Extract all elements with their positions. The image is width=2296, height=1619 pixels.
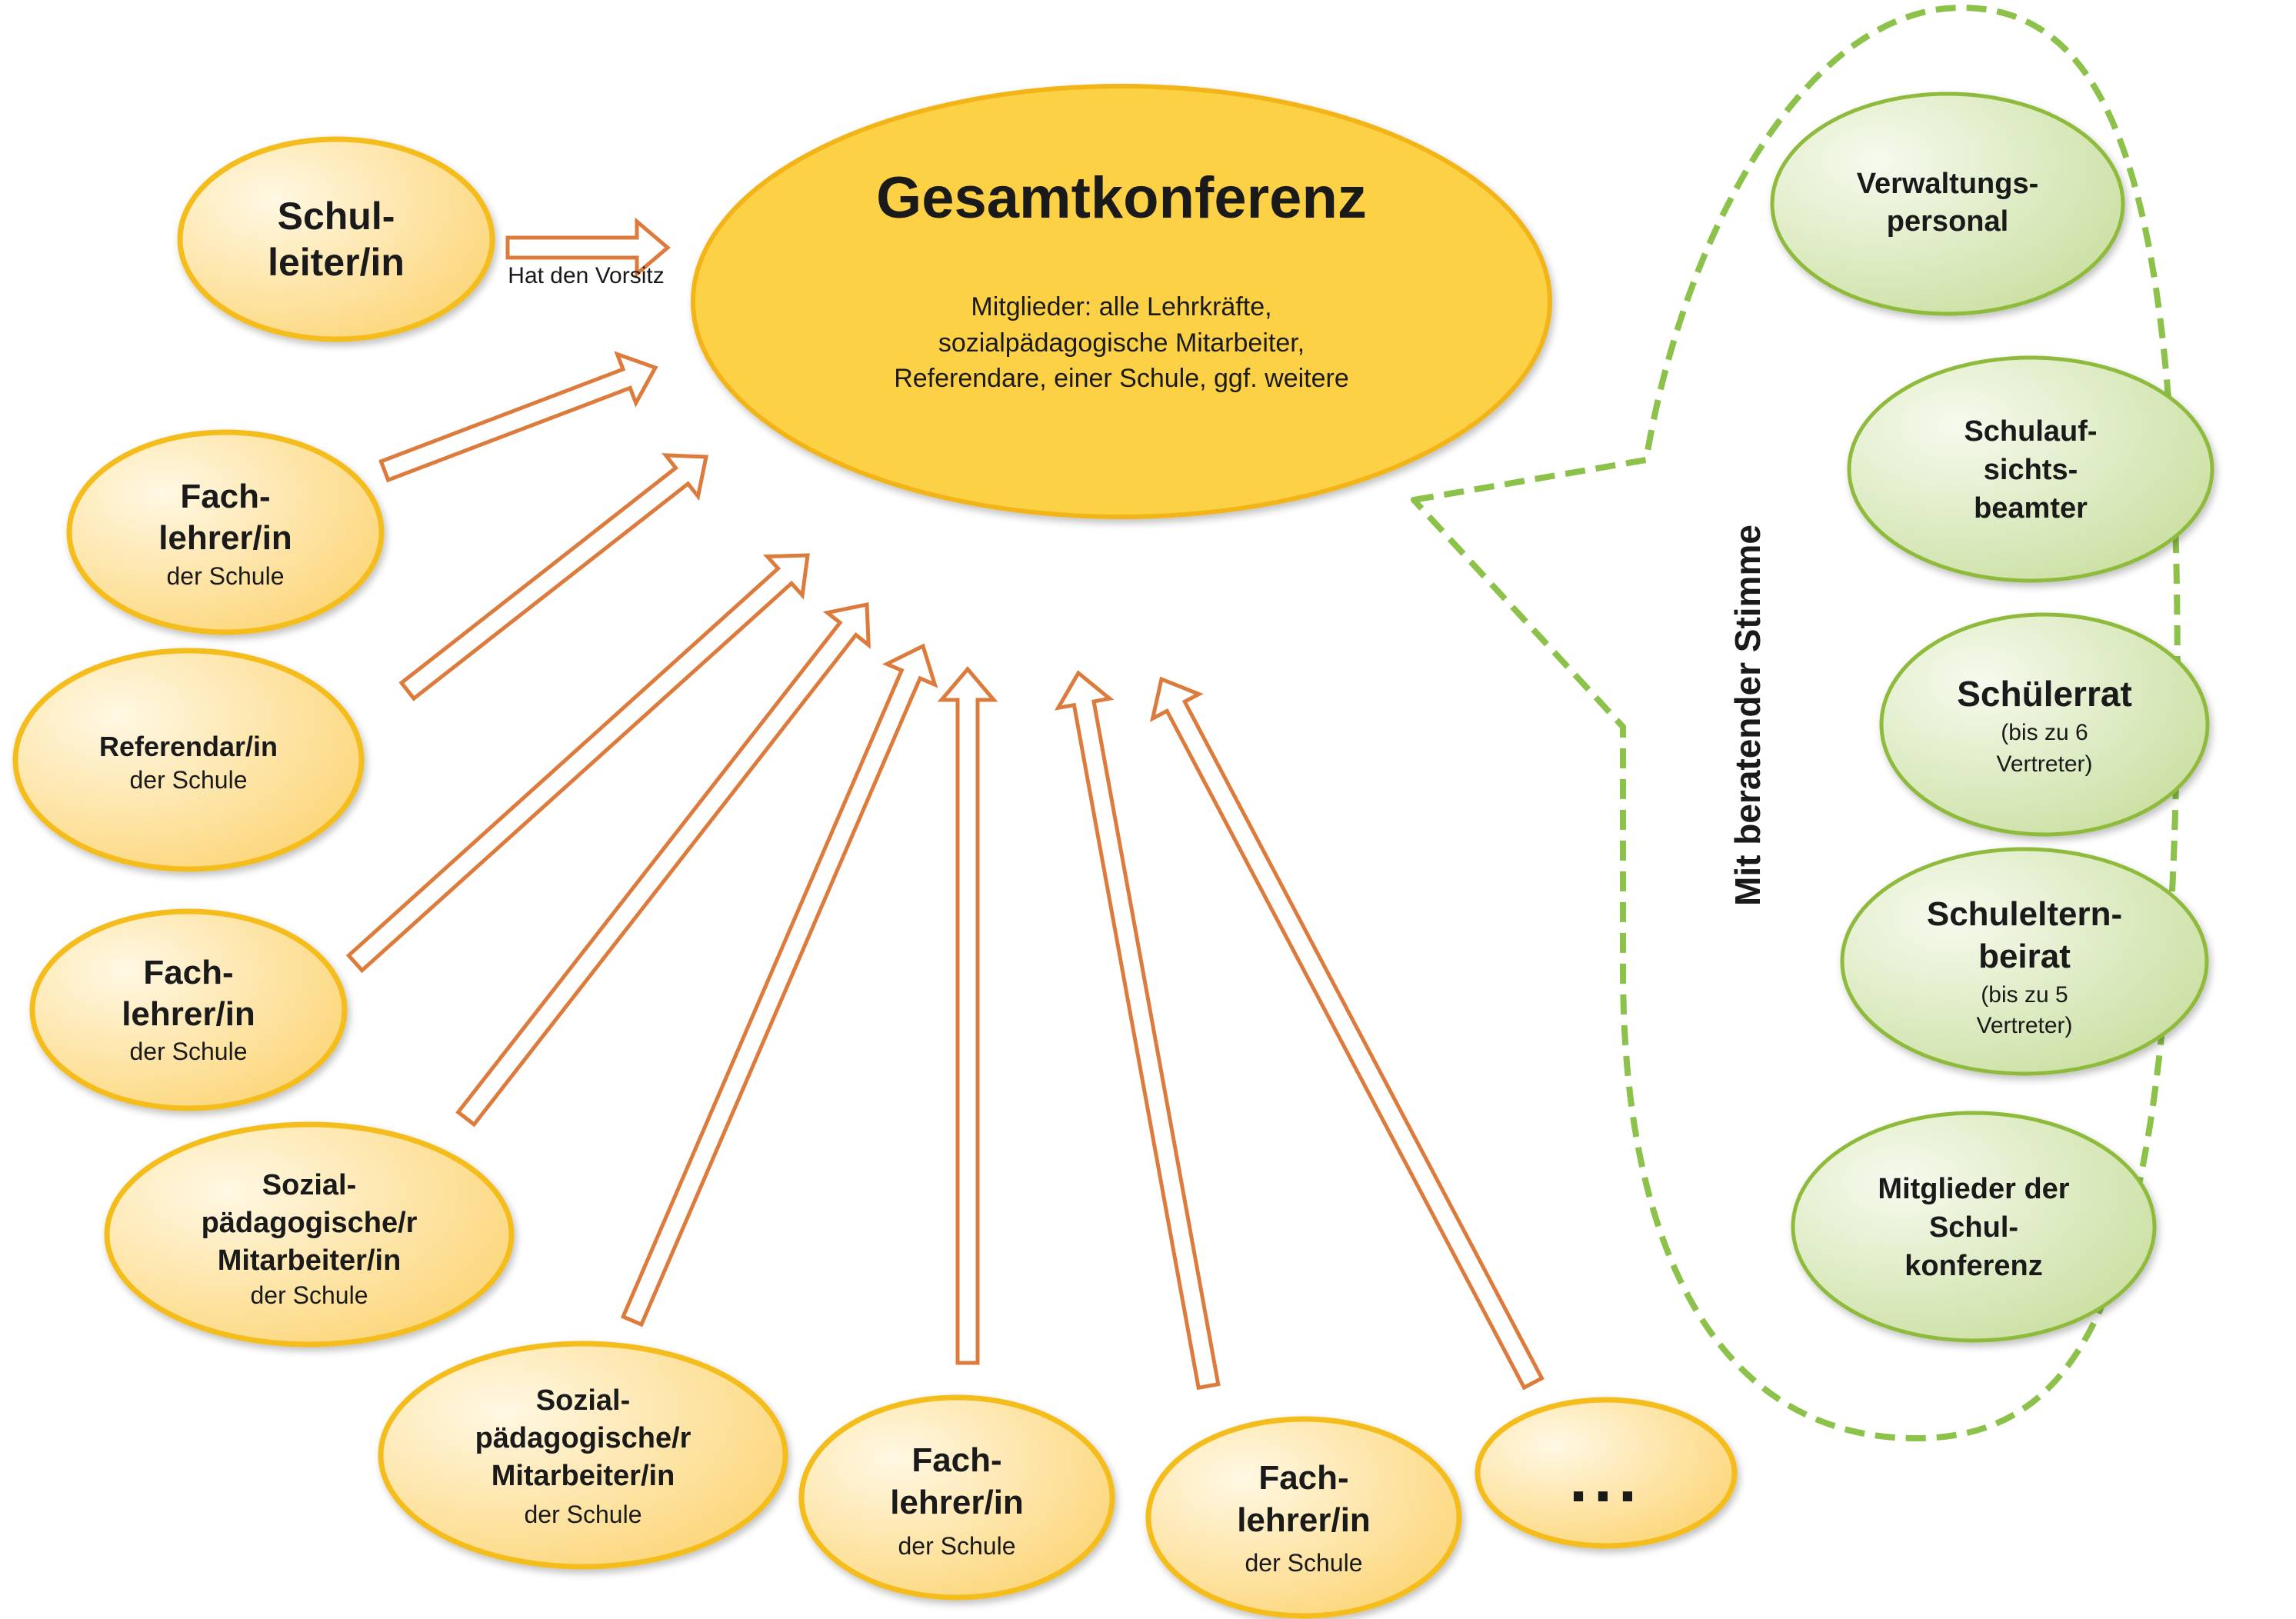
gesamtkonferenz-members-line-3: Referendare, einer Schule, ggf. weitere [894,364,1349,393]
member-fachlehrer-3-line-1: Fach- [911,1441,1001,1479]
advisory-schuelerrat-sub-1: (bis zu 6 [2001,720,2088,745]
member-sozialpaedagoge-2-sub: der Schule [525,1501,642,1528]
advisory-schulaufsichtsbeamter-line-1: Schulauf- [1964,415,2097,448]
advisory-schulaufsichtsbeamter: Schulauf- sichts- beamter [1847,355,2214,583]
advisory-schulkonferenz-line-1: Mitglieder der [1878,1173,2069,1205]
member-sozialpaedagoge-1-line-3: Mitarbeiter/in [218,1244,402,1277]
advisory-verwaltungspersonal-line-2: personal [1887,205,2008,238]
advisory-schulaufsichtsbeamter-line-2: sichts- [1984,454,2078,486]
advisory-schulelternbeirat-sub-2: Vertreter) [1976,1013,2072,1038]
member-schulleiter: Schul- leiter/in [177,136,495,342]
member-referendar: Referendar/in der Schule [12,648,365,872]
member-fachlehrer-4-sub: der Schule [1245,1549,1363,1577]
arrow-referendar [398,453,709,701]
advisory-schulkonferenz-line-3: konferenz [1904,1250,2042,1282]
gesamtkonferenz-members-line-1: Mitglieder: alle Lehrkräfte, [971,292,1271,321]
member-fachlehrer-1-line-1: Fach- [180,478,270,515]
advisory-schulelternbeirat-line-2: beirat [1978,938,2071,975]
member-sozialpaedagoge-2-line-1: Sozial- [536,1384,630,1417]
member-fachlehrer-4-line-1: Fach- [1258,1459,1348,1497]
member-fachlehrer-2-sub: der Schule [130,1038,248,1065]
member-fachlehrer-4: Fach- lehrer/in der Schule [1145,1416,1462,1619]
advisory-schulaufsichtsbeamter-line-3: beamter [1974,492,2088,525]
chair-arrow-label: Hat den Vorsitz [508,263,664,288]
member-fachlehrer-2-line-1: Fach- [143,954,233,991]
arrow-sozialpaedagoge-1 [455,601,871,1128]
advisory-schulelternbeirat-sub-1: (bis zu 5 [1981,982,2068,1008]
advisory-schuelerrat-sub-2: Vertreter) [1996,751,2092,777]
gesamtkonferenz-members-line-2: sozialpädagogische Mitarbeiter, [938,328,1305,358]
membership-arrows [345,217,1545,1391]
arrow-fachlehrer-4 [1054,670,1221,1391]
member-weitere-ellipsis: ... [1569,1442,1643,1516]
member-schulleiter-line-1: Schul- [278,195,395,238]
member-fachlehrer-3-line-2: lehrer/in [890,1484,1024,1521]
arrow-fachlehrer-1 [378,351,658,483]
advisory-schuelerrat-line-1: Schülerrat [1957,674,2132,714]
advisory-label: Mit beratender Stimme [1728,525,1768,906]
advisory-verwaltungspersonal-line-1: Verwaltungs- [1857,168,2039,200]
member-sozialpaedagoge-2-line-2: pädagogische/r [475,1422,691,1454]
gesamtkonferenz-title: Gesamtkonferenz [876,165,1367,231]
member-schulleiter-line-2: leiter/in [268,241,405,284]
arrow-fachlehrer-2 [345,553,810,974]
member-fachlehrer-3: Fach- lehrer/in der Schule [798,1394,1115,1601]
advisory-schuelerrat: Schülerrat (bis zu 6 Vertreter) [1879,612,2210,837]
member-referendar-line-1: Referendar/in [99,731,278,762]
arrow-sozialpaedagoge-2 [620,643,938,1328]
advisory-verwaltungspersonal: Verwaltungs- personal [1770,92,2125,316]
member-sozialpaedagoge-1-line-2: pädagogische/r [202,1207,418,1239]
member-sozialpaedagoge-2: Sozial- pädagogische/r Mitarbeiter/in de… [378,1341,788,1570]
member-fachlehrer-3-sub: der Schule [898,1532,1016,1560]
arrow-weitere [1149,676,1545,1391]
member-sozialpaedagoge-2-line-3: Mitarbeiter/in [492,1460,675,1492]
advisory-schulkonferenz: Mitglieder der Schul- konferenz [1791,1111,2157,1343]
member-sozialpaedagoge-1: Sozial- pädagogische/r Mitarbeiter/in de… [104,1121,515,1348]
member-referendar-sub: der Schule [130,766,248,794]
member-fachlehrer-1-sub: der Schule [167,562,285,590]
advisory-schulkonferenz-line-2: Schul- [1929,1211,2018,1244]
member-fachlehrer-1-line-2: lehrer/in [158,519,292,557]
member-sozialpaedagoge-1-sub: der Schule [251,1281,368,1309]
member-fachlehrer-4-line-2: lehrer/in [1237,1501,1371,1539]
arrow-schulleiter [505,217,671,278]
member-fachlehrer-2-line-2: lehrer/in [122,995,255,1033]
member-weitere: ... [1475,1397,1738,1549]
member-fachlehrer-1: Fach- lehrer/in der Schule [66,429,385,635]
advisory-schulelternbeirat-line-1: Schuleltern- [1927,895,2122,933]
arrow-fachlehrer-3 [937,666,998,1365]
gesamtkonferenz-node: Gesamtkonferenz Mitglieder: alle Lehrkrä… [691,84,1552,519]
member-fachlehrer-2: Fach- lehrer/in der Schule [29,908,348,1111]
advisory-schulelternbeirat: Schuleltern- beirat (bis zu 5 Vertreter) [1840,847,2209,1076]
member-sozialpaedagoge-1-line-1: Sozial- [262,1169,356,1201]
